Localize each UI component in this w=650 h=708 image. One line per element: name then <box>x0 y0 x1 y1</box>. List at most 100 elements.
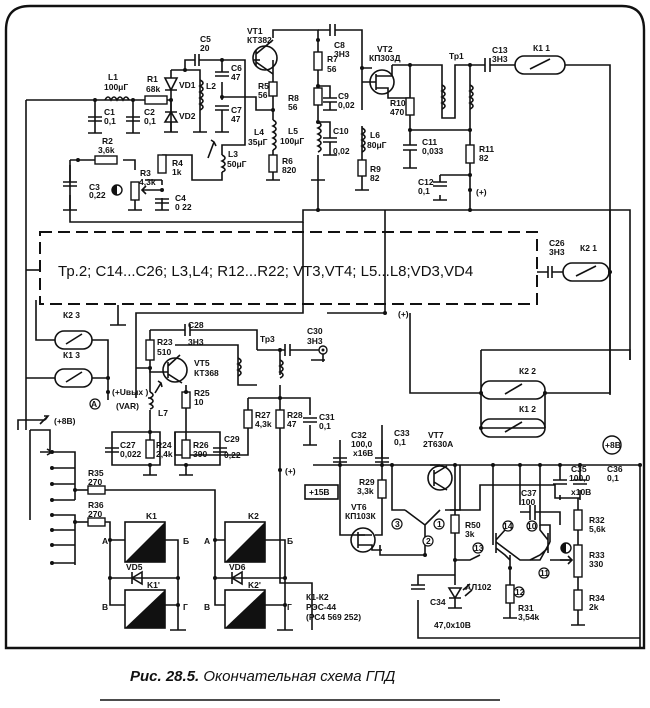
label-VT7: VT7 <box>428 430 444 440</box>
transistor-VT7 <box>427 465 453 491</box>
reed-switch-K1-1 <box>514 55 566 75</box>
label-R4: R4 <box>172 158 183 168</box>
bottom-wires <box>17 419 641 648</box>
label-8v-circle: +8В <box>605 440 621 450</box>
svg-text:2Т630А: 2Т630А <box>423 439 453 449</box>
resistor-R36 <box>87 517 106 527</box>
svg-text:Б: Б <box>287 536 293 546</box>
capacitor-C30 <box>284 344 291 356</box>
svg-text:3,54k: 3,54k <box>518 612 540 622</box>
label-C36: C36 <box>607 464 623 474</box>
labels: L1 100μГ R1 68k C1 0,1 C2 0,1 VD1 VD2 L2… <box>54 26 623 630</box>
label-C1: C1 <box>104 107 115 117</box>
svg-text:x16В: x16В <box>353 448 373 458</box>
label-C32: C32 <box>351 430 367 440</box>
top-wires <box>25 29 631 430</box>
label-C13: C13 <box>492 45 508 55</box>
caption-text: Окончательная схема ГПД <box>203 668 396 685</box>
label-R3: R3 <box>140 168 151 178</box>
resistor-R33 <box>573 544 583 578</box>
label-L5: L5 <box>288 126 298 136</box>
svg-text:100,0: 100,0 <box>351 439 373 449</box>
capacitor-C34 <box>411 584 425 590</box>
middle-components <box>54 324 622 459</box>
relay-K2 <box>224 521 266 563</box>
capacitor-C8 <box>329 24 336 36</box>
label-point-A: A <box>91 399 97 409</box>
svg-text:3Н3: 3Н3 <box>492 54 508 64</box>
diode-VD1 <box>163 77 179 92</box>
label-K2: K2 <box>248 511 259 521</box>
label-plus-mid: (+) <box>398 309 409 319</box>
svg-text:510: 510 <box>157 347 171 357</box>
label-C8: C8 <box>334 40 345 50</box>
pin-3-marker <box>391 518 403 530</box>
label-R10: R10 <box>390 98 406 108</box>
svg-text:0,02: 0,02 <box>333 146 350 156</box>
label-R5: R5 <box>258 81 269 91</box>
label-plus-low: (+) <box>285 466 296 476</box>
label-R24: R24 <box>156 440 172 450</box>
label-C26: C26 <box>549 238 565 248</box>
svg-text:270: 270 <box>88 509 102 519</box>
svg-text:82: 82 <box>370 173 380 183</box>
svg-text:4,3k: 4,3k <box>139 177 156 187</box>
transformer-Tp3 <box>236 357 242 377</box>
diode-VD6 <box>230 570 243 586</box>
resistor-R26 <box>181 439 191 459</box>
resistor-R29 <box>377 479 387 499</box>
label-C7: C7 <box>231 105 242 115</box>
capacitors-C3-C4 <box>63 181 169 204</box>
label-K2-2: К2 2 <box>519 366 536 376</box>
resistor-R2 <box>94 155 118 165</box>
resistor-R32 <box>573 509 583 531</box>
tuning-arrow-L7 <box>154 380 163 394</box>
capacitors-C6-C7 <box>215 71 229 111</box>
svg-text:0,022: 0,022 <box>120 449 142 459</box>
label-Tp1: Тр1 <box>449 51 464 61</box>
label-C12: C12 <box>418 177 434 187</box>
svg-text:В: В <box>204 602 210 612</box>
relay-note: К1-К2 <box>306 592 329 602</box>
svg-text:470: 470 <box>390 107 404 117</box>
label-R25: R25 <box>194 388 210 398</box>
resistor-R50 <box>450 514 460 534</box>
label-VD5: VD5 <box>126 562 143 572</box>
label-C4: C4 <box>175 193 186 203</box>
svg-text:КТ382: КТ382 <box>247 35 272 45</box>
transistor-VT6 <box>350 527 376 553</box>
svg-text:68k: 68k <box>146 84 160 94</box>
svg-text:47: 47 <box>287 419 297 429</box>
svg-text:47,0x10В: 47,0x10В <box>434 620 471 630</box>
label-L7: L7 <box>158 408 168 418</box>
svg-text:0 22: 0 22 <box>175 202 192 212</box>
label-C10: C10 <box>333 126 349 136</box>
label-K1p: K1' <box>147 580 160 590</box>
svg-text:В: В <box>102 602 108 612</box>
svg-text:47: 47 <box>231 114 241 124</box>
svg-text:270: 270 <box>88 477 102 487</box>
supply-marker-8v <box>602 435 622 455</box>
svg-text:(РС4 569 252): (РС4 569 252) <box>306 612 361 622</box>
svg-text:50μГ: 50μГ <box>227 159 247 169</box>
svg-text:20: 20 <box>200 43 210 53</box>
label-C37: C37 <box>521 488 537 498</box>
svg-text:390: 390 <box>193 449 207 459</box>
label-plus-top: (+) <box>476 187 487 197</box>
label-R26: R26 <box>193 440 209 450</box>
svg-text:3Н3: 3Н3 <box>307 336 323 346</box>
pin-2-marker <box>422 535 434 547</box>
svg-text:Г: Г <box>287 602 292 612</box>
resistor-R23 <box>145 339 155 361</box>
pin-13-marker <box>472 542 484 554</box>
resistor-R4 <box>157 154 167 174</box>
svg-text:КП303Д: КП303Д <box>369 53 401 63</box>
capacitor-C26 <box>537 266 563 278</box>
label-R32: R32 <box>589 515 605 525</box>
capacitor-C32 <box>333 457 347 463</box>
svg-text:3k: 3k <box>465 529 475 539</box>
label-VT6: VT6 <box>351 502 367 512</box>
label-VT2: VT2 <box>377 44 393 54</box>
label-L6: L6 <box>370 130 380 140</box>
relay-K2-prime <box>224 589 266 629</box>
